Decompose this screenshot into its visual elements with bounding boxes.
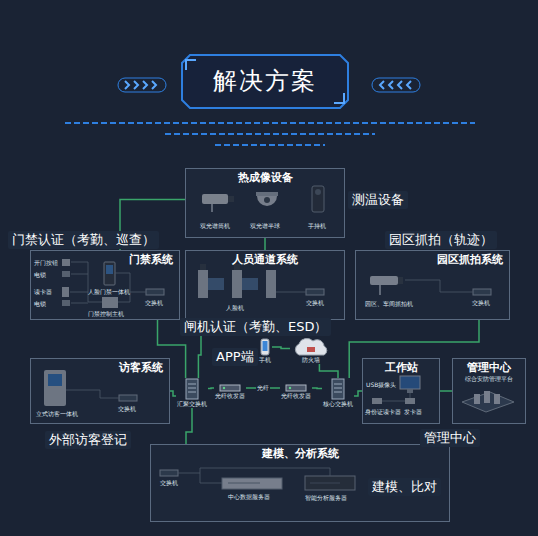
cloud-icon-part bbox=[307, 347, 315, 352]
part-label: 园区、车间抓拍机 bbox=[365, 300, 413, 308]
tower-icon-part bbox=[334, 392, 342, 393]
callout-label: 外部访客登记 bbox=[45, 431, 131, 449]
part-label: 电锁 bbox=[34, 300, 46, 308]
device-node: 手机 bbox=[258, 338, 272, 364]
part-label: 发卡器 bbox=[404, 408, 422, 416]
part-label: 人脸门禁一体机 bbox=[88, 288, 130, 296]
title-frame bbox=[186, 60, 196, 70]
tower-icon-part bbox=[186, 379, 198, 399]
trx-icon bbox=[285, 384, 307, 392]
callout-label: 管理中心 bbox=[420, 429, 480, 447]
dashed-divider bbox=[65, 123, 475, 145]
tower-icon-part bbox=[332, 379, 344, 399]
callout-label: 闸机认证（考勤、ESD） bbox=[180, 318, 331, 336]
system-box: 管理中心综合安防管理平台 bbox=[452, 358, 526, 424]
link-label: 光纤 bbox=[256, 384, 270, 392]
system-subtitle: 综合安防管理平台 bbox=[453, 375, 525, 383]
tower-icon-part bbox=[188, 388, 196, 389]
part-label: 双光谱半球 bbox=[250, 222, 280, 230]
system-box: 园区抓拍系统 bbox=[355, 250, 510, 320]
page-title: 解决方案 bbox=[182, 55, 348, 108]
trx-icon bbox=[219, 384, 241, 392]
network-link bbox=[170, 391, 176, 396]
trx-icon-part bbox=[289, 387, 291, 389]
system-heading: 访客系统 bbox=[31, 359, 169, 375]
tower-icon-part bbox=[188, 392, 196, 393]
cloud-icon bbox=[291, 338, 331, 356]
tower-icon bbox=[331, 378, 345, 400]
system-heading: 管理中心 bbox=[453, 359, 525, 375]
device-label: 汇聚交换机 bbox=[176, 400, 208, 408]
cloud-icon-part bbox=[295, 338, 326, 355]
part-label: USB摄像头 bbox=[366, 381, 396, 389]
device-node: 核心交换机 bbox=[322, 378, 354, 408]
device-node: 汇聚交换机 bbox=[176, 378, 208, 408]
callout-label: 门禁认证（考勤、巡查） bbox=[8, 231, 159, 249]
phone-icon-part bbox=[263, 341, 268, 351]
network-link bbox=[319, 364, 338, 378]
callout-label: 测温设备 bbox=[348, 191, 408, 209]
part-label: 手持机 bbox=[308, 222, 326, 230]
callout-label: APP端 bbox=[212, 348, 258, 366]
chevron-ornament bbox=[372, 78, 420, 92]
system-heading: 建模、分析系统 bbox=[151, 445, 449, 461]
device-node: 光纤收发器 bbox=[280, 384, 312, 400]
part-label: 立式访客一体机 bbox=[36, 410, 78, 418]
device-label: 核心交换机 bbox=[322, 400, 354, 408]
part-label: 智能分析服务器 bbox=[305, 494, 347, 502]
phone-icon-part bbox=[261, 339, 269, 355]
dashed-divider bbox=[215, 144, 325, 146]
part-label: 人脸机 bbox=[226, 304, 244, 312]
title-frame bbox=[182, 55, 348, 108]
chevron-ornament bbox=[125, 81, 156, 89]
tower-icon-part bbox=[188, 384, 196, 385]
part-label: 门禁控制主机 bbox=[88, 310, 124, 318]
system-heading: 园区抓拍系统 bbox=[356, 251, 509, 267]
title-frame bbox=[182, 55, 348, 108]
device-label: 光纤收发器 bbox=[214, 392, 246, 400]
chevron-ornament bbox=[380, 81, 411, 89]
trx-icon-part bbox=[220, 385, 240, 391]
part-label: 身份证读卡器 bbox=[365, 408, 401, 416]
device-label: 光纤收发器 bbox=[280, 392, 312, 400]
device-label: 防火墙 bbox=[290, 356, 332, 364]
system-heading: 工作站 bbox=[363, 359, 439, 375]
system-heading: 热成像设备 bbox=[186, 169, 344, 185]
part-label: 交换机 bbox=[118, 405, 136, 413]
trx-icon-part bbox=[223, 387, 225, 389]
device-label: 手机 bbox=[258, 356, 272, 364]
callout-label: 园区抓拍（轨迹） bbox=[385, 231, 497, 249]
dashed-divider bbox=[165, 133, 375, 135]
part-label: 交换机 bbox=[306, 299, 324, 307]
part-label: 交换机 bbox=[472, 299, 490, 307]
network-link bbox=[312, 387, 322, 389]
tower-icon-part bbox=[334, 388, 342, 389]
chevron-ornament bbox=[118, 78, 166, 92]
device-node: 防火墙 bbox=[290, 338, 332, 364]
part-label: 读卡器 bbox=[34, 288, 52, 296]
network-link bbox=[272, 347, 290, 348]
network-link bbox=[264, 238, 266, 250]
system-box: 人员通道系统 bbox=[185, 250, 345, 320]
network-link bbox=[440, 390, 452, 392]
network-link bbox=[208, 387, 214, 389]
tower-icon-part bbox=[334, 384, 342, 385]
network-link bbox=[186, 408, 192, 444]
callout-label: 建模、比对 bbox=[368, 478, 441, 496]
part-label: 中心数据服务器 bbox=[228, 493, 270, 501]
part-label: 开门按钮 bbox=[34, 259, 58, 267]
device-node: 光纤收发器 bbox=[214, 384, 246, 400]
system-heading: 人员通道系统 bbox=[186, 251, 344, 267]
part-label: 交换机 bbox=[145, 299, 163, 307]
trx-icon-part bbox=[286, 385, 306, 391]
part-label: 交换机 bbox=[160, 479, 178, 487]
phone-icon bbox=[260, 338, 270, 356]
network-link bbox=[354, 391, 362, 396]
title-frame bbox=[334, 93, 344, 103]
part-label: 双光谱筒机 bbox=[200, 222, 230, 230]
dashed-divider bbox=[65, 122, 475, 124]
part-label: 电锁 bbox=[34, 271, 46, 279]
tower-icon bbox=[185, 378, 199, 400]
